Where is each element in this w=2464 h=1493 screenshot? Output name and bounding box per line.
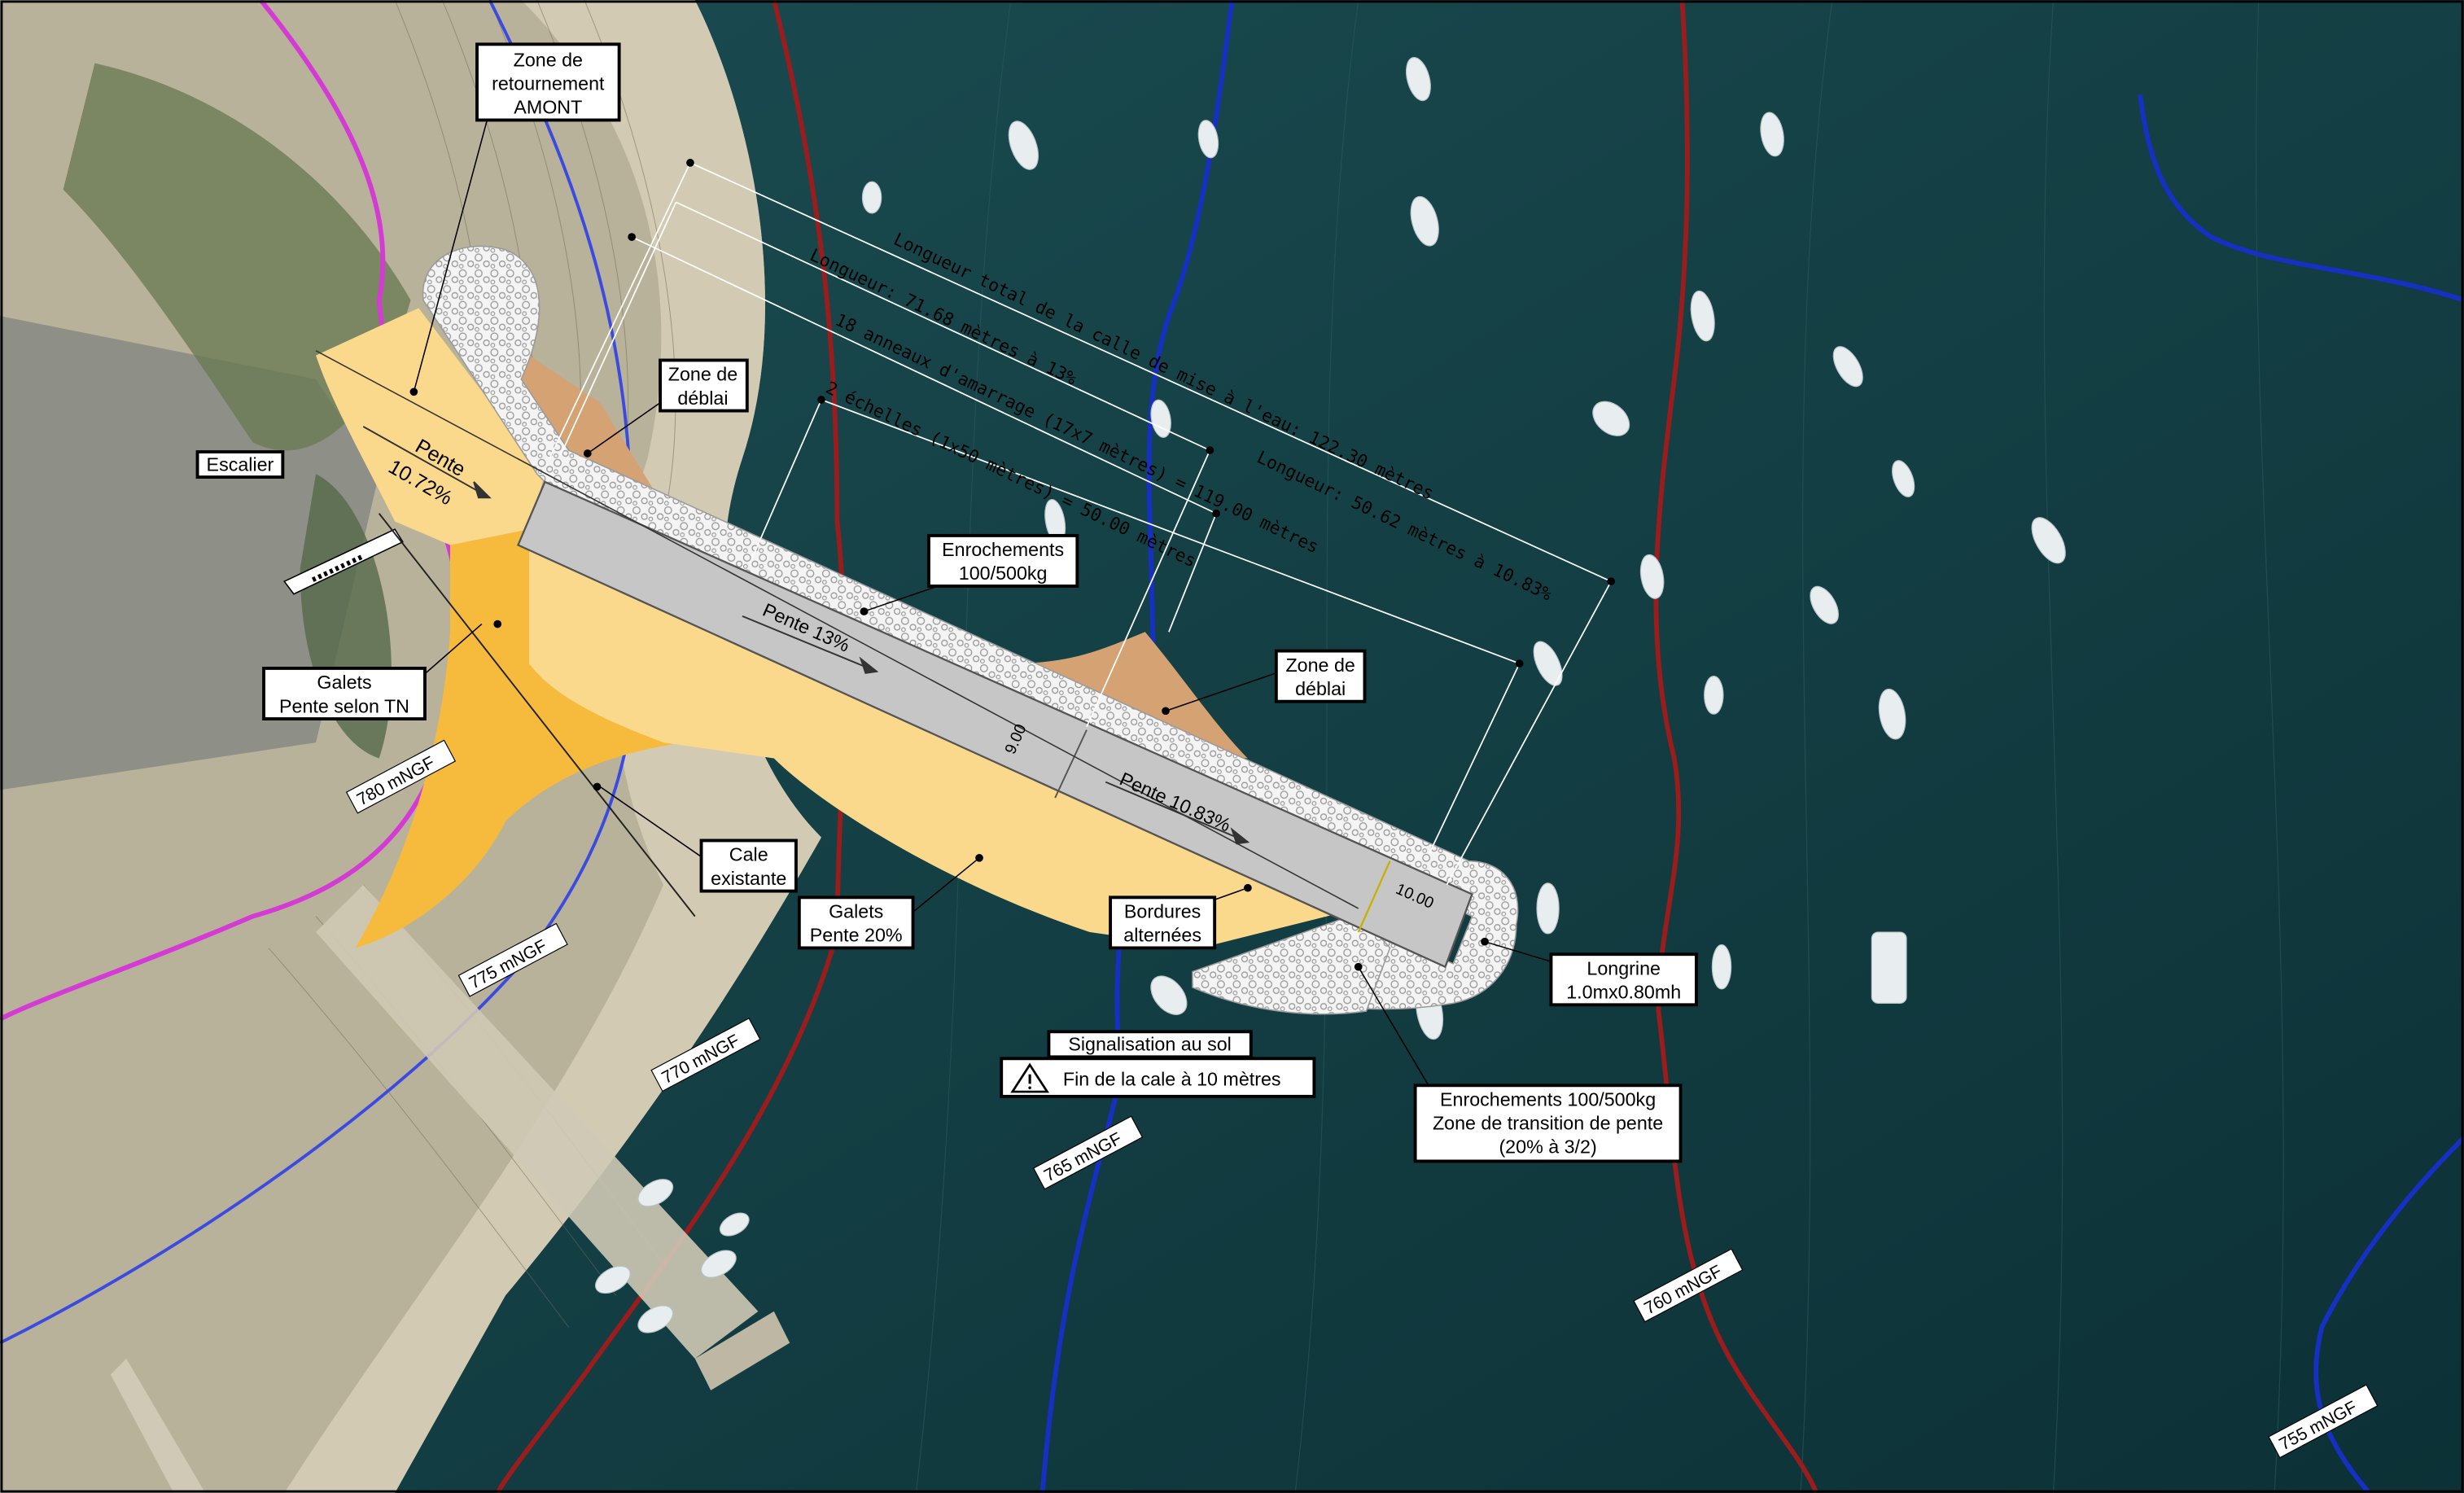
ramp-upper-galets-area <box>316 308 545 545</box>
svg-text:Signalisation au sol: Signalisation au sol <box>1068 1034 1231 1055</box>
label-signalisation: Signalisation au sol Fin de la cale à 10… <box>1000 1030 1316 1098</box>
label-zone-deblai-lower: Zone de déblai <box>1274 649 1367 703</box>
svg-text:Galets: Galets <box>829 901 883 922</box>
svg-text:Longrine: Longrine <box>1587 957 1661 979</box>
svg-text:Enrochements 100/500kg: Enrochements 100/500kg <box>1440 1089 1656 1110</box>
label-zone-deblai-upper: Zone de déblai <box>659 358 749 413</box>
svg-text:AMONT: AMONT <box>514 97 582 118</box>
svg-text:Bordures: Bordures <box>1124 901 1201 922</box>
galets-pente-tn-area <box>355 529 821 948</box>
label-enrochements-bottom: Enrochements 100/500kg Zone de transitio… <box>1413 1084 1683 1163</box>
svg-text:Fin de la cale à 10 mètres: Fin de la cale à 10 mètres <box>1063 1068 1281 1089</box>
svg-text:alternées: alternées <box>1123 925 1201 946</box>
contour-blue-755b <box>2313 1136 2464 1493</box>
cale-existante-line <box>378 513 696 917</box>
rock-transition-zone <box>1192 912 1391 1015</box>
svg-text:Pente selon TN: Pente selon TN <box>279 695 409 716</box>
svg-text:retournement: retournement <box>492 73 605 94</box>
contour-red-770 <box>495 0 847 1493</box>
dimension-dots <box>628 159 1616 668</box>
warning-triangle-icon <box>1010 1062 1049 1093</box>
contour-blue-755 <box>2138 94 2464 303</box>
zone-deblai-lower-area <box>1010 632 1248 759</box>
svg-text:déblai: déblai <box>677 387 728 409</box>
leader-dots <box>409 387 1489 971</box>
label-galets-20: Galets Pente 20% <box>797 895 915 950</box>
contour-red-760 <box>1653 0 1819 1493</box>
label-bordures: Bordures alternées <box>1109 895 1217 950</box>
ramp-end-line <box>1357 860 1391 933</box>
svg-text:Escalier: Escalier <box>207 453 274 475</box>
svg-text:100/500kg: 100/500kg <box>959 563 1048 584</box>
label-longrine: Longrine 1.0mx0.80mh <box>1549 952 1698 1007</box>
ramp-change-line <box>1054 729 1088 799</box>
svg-text:Zone de: Zone de <box>1285 655 1355 676</box>
svg-text:Zone de: Zone de <box>514 50 583 71</box>
svg-text:Zone de transition de pente: Zone de transition de pente <box>1433 1113 1663 1134</box>
svg-text:Pente 20%: Pente 20% <box>810 925 903 946</box>
water-hatching <box>915 0 2284 1493</box>
moored-boats[interactable] <box>591 55 2072 1338</box>
svg-text:Zone de: Zone de <box>668 364 737 385</box>
dimension-lines <box>549 162 1612 886</box>
label-galets-tn: Galets Pente selon TN <box>262 666 427 720</box>
label-zone-retournement: Zone de retournement AMONT <box>475 42 621 122</box>
label-cale-existante: Cale existante <box>699 838 798 893</box>
svg-text:Enrochements: Enrochements <box>942 539 1064 560</box>
svg-text:(20% à 3/2): (20% à 3/2) <box>1499 1136 1596 1158</box>
label-enrochements-top: Enrochements 100/500kg <box>927 533 1079 588</box>
label-escalier: Escalier <box>195 450 285 479</box>
concrete-ramp <box>516 480 1473 969</box>
svg-text:Galets: Galets <box>317 672 371 693</box>
escalier <box>283 528 404 595</box>
enrochements-border <box>422 245 1519 1010</box>
svg-text:Cale: Cale <box>729 844 768 865</box>
svg-text:existante: existante <box>711 868 786 889</box>
dock <box>110 884 790 1493</box>
slope-arrows <box>362 426 1250 845</box>
svg-text:1.0mx0.80mh: 1.0mx0.80mh <box>1566 982 1681 1003</box>
zone-deblai-upper-area <box>505 339 663 506</box>
contour-blue-shore <box>0 0 639 1345</box>
svg-text:déblai: déblai <box>1295 678 1346 699</box>
